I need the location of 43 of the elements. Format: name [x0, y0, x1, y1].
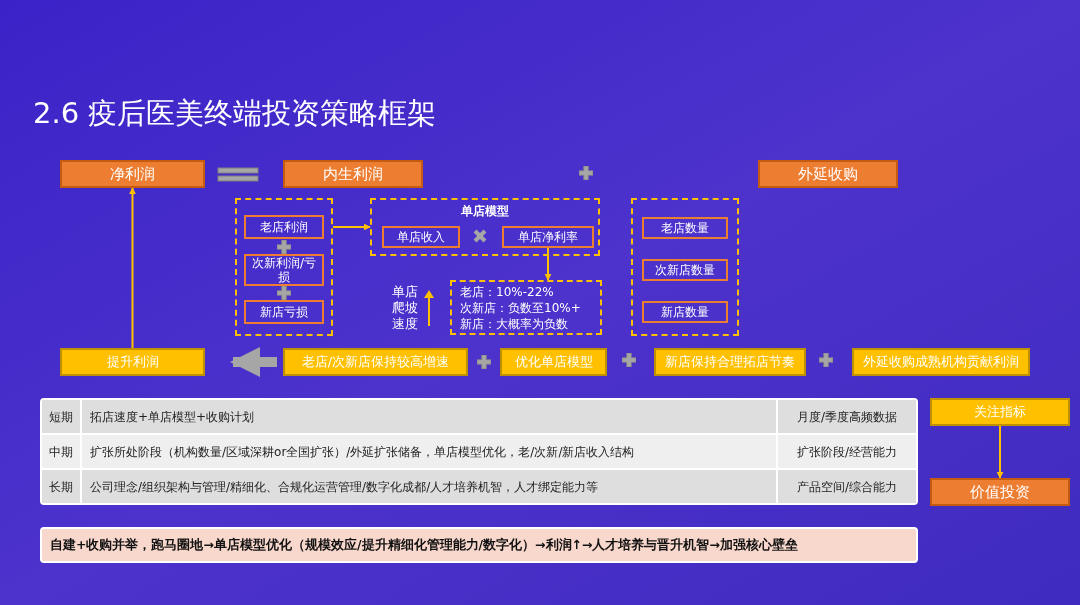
- process-box: 内生利润: [283, 160, 423, 188]
- dashed-group: [450, 280, 602, 335]
- process-box: 老店/次新店保持较高增速: [283, 348, 468, 376]
- item-box: 单店收入: [382, 226, 460, 248]
- process-box: 净利润: [60, 160, 205, 188]
- item-box: 次新店数量: [642, 259, 728, 281]
- arrow: [996, 425, 1004, 479]
- arrow: [544, 247, 552, 281]
- process-box: 外延收购: [758, 160, 898, 188]
- process-box: 关注指标: [930, 398, 1070, 426]
- table-cell: 短期: [42, 400, 80, 433]
- dashed-group: [631, 198, 739, 336]
- process-box: 优化单店模型: [500, 348, 607, 376]
- item-box: 单店净利率: [502, 226, 594, 248]
- table-cell: 拓店速度+单店模型+收购计划: [82, 400, 776, 433]
- table-cell: 公司理念/组织架构与管理/精细化、合规化运营管理/数字化成都/人才培养机智，人才绑定能力等: [82, 470, 776, 503]
- rate-text: 老店：10%-22%: [460, 283, 555, 300]
- table-cell: 中期: [42, 435, 80, 468]
- summary-bar: 自建+收购并举，跑马圈地→单店模型优化（规模效应/提升精细化管理能力/数字化）→利润↑→人才培养与晋升机智→加强核心壁垒: [40, 527, 918, 563]
- table-cell: 扩张所处阶段（机构数量/区域深耕or全国扩张）/外延扩张储备，单店模型优化，老/次新/新店收入结构: [82, 435, 776, 468]
- process-box: 新店保持合理拓店节奏: [654, 348, 806, 376]
- speed-label: 单店爬坡速度: [392, 284, 419, 332]
- rate-text: 新店：大概率为负数: [460, 315, 569, 332]
- table-cell: 产品空间/综合能力: [778, 470, 916, 503]
- item-box: 新店数量: [642, 301, 728, 323]
- item-box: 次新利润/亏损: [244, 254, 324, 286]
- arrow: [230, 347, 277, 377]
- arrow: [332, 223, 371, 231]
- process-box: 价值投资: [930, 478, 1070, 506]
- dashed-group: [235, 198, 333, 336]
- dashed-group: [370, 198, 600, 256]
- process-box: 外延收购成熟机构贡献利润: [852, 348, 1030, 376]
- title: 2.6 疫后医美终端投资策略框架: [33, 95, 437, 132]
- arrow: [129, 187, 136, 349]
- item-box: 老店数量: [642, 217, 728, 239]
- process-box: 提升利润: [60, 348, 205, 376]
- table-cell: 月度/季度高频数据: [778, 400, 916, 433]
- table-cell: 扩张阶段/经营能力: [778, 435, 916, 468]
- table-cell: 长期: [42, 470, 80, 503]
- item-box: 老店利润: [244, 215, 324, 239]
- item-box: 新店亏损: [244, 300, 324, 324]
- group-title: 单店模型: [460, 203, 510, 220]
- rate-text: 次新店：负数至10%+: [460, 299, 582, 316]
